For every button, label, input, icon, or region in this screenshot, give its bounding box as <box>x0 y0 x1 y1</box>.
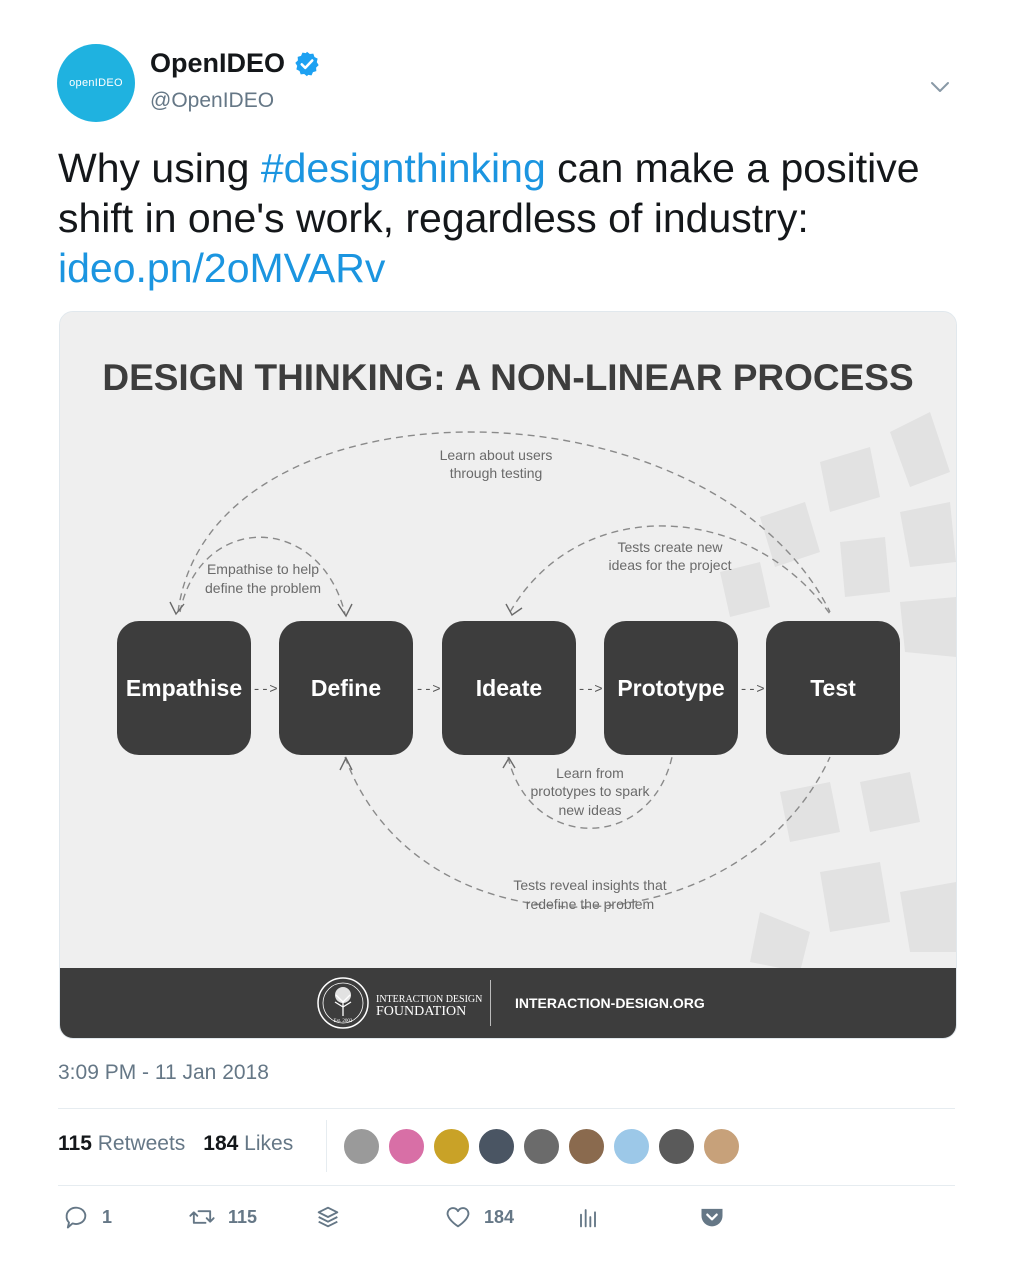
display-name[interactable]: OpenIDEO <box>150 48 286 78</box>
pocket-button[interactable] <box>698 1203 726 1231</box>
liker-avatar-5[interactable] <box>522 1127 561 1166</box>
diagram-title: DESIGN THINKING: A NON-LINEAR PROCESS <box>102 357 913 398</box>
flow-arrow-2: --> <box>415 682 440 698</box>
user-name-row: OpenIDEO <box>150 48 321 79</box>
annotation-tests-reveal-2: redefine the problem <box>526 896 654 912</box>
liker-avatar-6[interactable] <box>567 1127 606 1166</box>
stats-separator <box>326 1120 327 1172</box>
like-button[interactable]: 184 <box>444 1203 514 1231</box>
footer-site: INTERACTION-DESIGN.ORG <box>515 995 705 1011</box>
diagram-annotations: Learn about users through testing Empath… <box>205 447 732 912</box>
tweet-text: Why using #designthinking can make a pos… <box>58 143 938 293</box>
liker-avatar-9[interactable] <box>702 1127 741 1166</box>
stage-label-prototype: Prototype <box>617 675 724 701</box>
tweet-actions: 1 115 184 <box>58 1203 958 1243</box>
likers-avatars <box>342 1127 741 1166</box>
idf-seal-logo: Est. 2002 <box>317 977 369 1029</box>
annotation-empathise-help-1: Empathise to help <box>207 561 319 577</box>
divider-top <box>58 1108 955 1109</box>
divider-bottom <box>58 1185 955 1186</box>
footer-org-line1: INTERACTION DESIGN <box>376 994 482 1005</box>
stage-box-empathise <box>117 621 251 755</box>
stage-boxes <box>117 621 900 755</box>
annotation-learn-users-1: Learn about users <box>440 447 553 463</box>
tweet-text-middle: can make a positive shift in one's work,… <box>58 145 920 241</box>
annotation-tests-create-2: ideas for the project <box>609 557 732 573</box>
like-count: 184 <box>484 1206 515 1227</box>
retweet-button[interactable]: 115 <box>188 1203 257 1231</box>
retweet-count: 115 <box>228 1206 258 1227</box>
retweets-count: 115 <box>58 1132 92 1155</box>
url-link[interactable]: ideo.pn/2oMVARv <box>58 245 386 291</box>
layers-icon <box>317 1206 339 1228</box>
seal-text: Est. 2002 <box>334 1019 353 1024</box>
avatar[interactable]: openIDEO <box>57 44 135 122</box>
annotation-tests-reveal-1: Tests reveal insights that <box>513 877 666 893</box>
engagement-stats: 115 Retweets 184 Likes <box>58 1132 293 1156</box>
reply-button[interactable]: 1 <box>62 1203 112 1231</box>
footer-org-line2: FOUNDATION <box>376 1004 466 1019</box>
footer-divider <box>490 980 491 1026</box>
hashtag-link[interactable]: #designthinking <box>260 145 546 191</box>
stage-label-define: Define <box>311 675 381 701</box>
add-to-moment-button[interactable] <box>314 1203 342 1231</box>
annotation-learn-prototypes-3: new ideas <box>558 802 621 818</box>
analytics-button[interactable] <box>574 1203 602 1231</box>
reply-count: 1 <box>102 1206 113 1227</box>
annotation-empathise-help-2: define the problem <box>205 580 321 596</box>
diagram-footer <box>60 968 956 1038</box>
stage-label-empathise: Empathise <box>126 675 242 701</box>
retweets-stat[interactable]: 115 Retweets <box>58 1132 185 1156</box>
verified-badge-icon <box>295 51 319 76</box>
stage-box-prototype <box>604 621 738 755</box>
stage-label-ideate: Ideate <box>476 675 542 701</box>
design-thinking-diagram: DESIGN THINKING: A NON-LINEAR PROCESS Le… <box>60 312 956 1038</box>
tweet-timestamp[interactable]: 3:09 PM - 11 Jan 2018 <box>58 1061 269 1084</box>
chevron-down-icon[interactable] <box>925 72 955 102</box>
avatar-text: openIDEO <box>69 77 123 89</box>
tweet-text-before: Why using <box>58 145 261 191</box>
retweets-label: Retweets <box>97 1132 186 1155</box>
stage-label-test: Test <box>810 675 856 701</box>
diagram-arrowheads <box>169 601 523 771</box>
reply-icon <box>65 1206 87 1229</box>
annotation-tests-create-1: Tests create new <box>617 539 723 555</box>
annotation-learn-users-2: through testing <box>450 465 543 481</box>
heart-icon <box>446 1207 470 1228</box>
flow-arrow-4: --> <box>739 682 764 698</box>
stage-box-test <box>766 621 900 755</box>
liker-avatar-2[interactable] <box>387 1127 426 1166</box>
stage-box-define <box>279 621 413 755</box>
tweet-media-image[interactable]: DESIGN THINKING: A NON-LINEAR PROCESS Le… <box>59 311 957 1039</box>
liker-avatar-3[interactable] <box>432 1127 471 1166</box>
analytics-icon <box>580 1209 596 1228</box>
liker-avatar-4[interactable] <box>477 1127 516 1166</box>
annotation-learn-prototypes-1: Learn from <box>556 765 624 781</box>
user-handle[interactable]: @OpenIDEO <box>150 89 275 112</box>
likes-stat[interactable]: 184 Likes <box>203 1132 293 1156</box>
stage-box-ideate <box>442 621 576 755</box>
annotation-learn-prototypes-2: prototypes to spark <box>530 783 650 799</box>
tree-watermark <box>720 412 956 972</box>
retweet-icon <box>189 1210 215 1224</box>
likes-count: 184 <box>203 1132 239 1155</box>
pocket-icon <box>701 1208 723 1227</box>
likes-label: Likes <box>244 1132 294 1155</box>
diagram-arrows <box>177 431 831 908</box>
liker-avatar-8[interactable] <box>657 1127 696 1166</box>
liker-avatar-1[interactable] <box>342 1127 381 1166</box>
liker-avatar-7[interactable] <box>612 1127 651 1166</box>
flow-arrow-1: --> <box>252 682 277 698</box>
flow-arrow-3: --> <box>577 682 602 698</box>
